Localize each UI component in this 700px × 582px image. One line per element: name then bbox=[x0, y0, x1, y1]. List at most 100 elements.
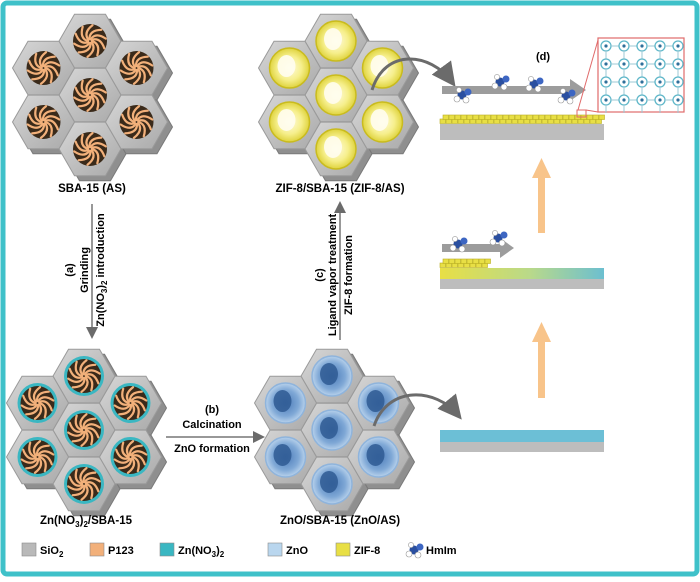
p123-template bbox=[26, 105, 61, 139]
pore-cell bbox=[346, 429, 411, 485]
film-mixed-layer bbox=[440, 268, 604, 279]
p123-template bbox=[119, 51, 154, 85]
zif-crystal bbox=[598, 114, 605, 120]
pore-cell bbox=[304, 121, 368, 177]
step-c-line2-wrap: ZIF-8 formation bbox=[343, 235, 355, 315]
mid-zif-crystals bbox=[439, 258, 491, 268]
hmim-molecule bbox=[557, 88, 576, 105]
zif-crystal bbox=[478, 114, 485, 120]
pore-cell bbox=[253, 429, 318, 485]
pore-cell bbox=[5, 375, 70, 431]
step-c-tag-wrap: (c) bbox=[314, 268, 326, 282]
zif-crystal bbox=[586, 114, 593, 120]
pore-cell bbox=[11, 40, 76, 96]
orange-arrow-lower bbox=[532, 322, 551, 398]
hmim-molecule bbox=[489, 230, 508, 247]
step-b-line1: Calcination bbox=[182, 419, 242, 431]
pore-cell bbox=[350, 40, 415, 96]
pore-cell bbox=[300, 348, 364, 404]
legend-swatch bbox=[159, 542, 175, 557]
zoom-source-box bbox=[576, 109, 587, 118]
hmim-molecule bbox=[449, 236, 468, 253]
curved-arrow-bottom bbox=[372, 393, 462, 427]
zif-crystal bbox=[448, 258, 455, 264]
film-substrate-middle bbox=[440, 279, 604, 289]
p123-template bbox=[113, 386, 148, 420]
zif-crystal bbox=[562, 114, 569, 120]
film-substrate-top bbox=[440, 124, 604, 140]
curved-arrow-top bbox=[370, 57, 456, 91]
zif-crystal bbox=[538, 114, 545, 120]
label-zif-sba: ZIF-8/SBA-15 (ZIF-8/AS) bbox=[275, 183, 404, 195]
legend-label: P123 bbox=[108, 545, 134, 557]
p123-template bbox=[73, 24, 107, 58]
p123-template bbox=[73, 78, 107, 112]
legend-swatch bbox=[21, 542, 37, 557]
legend-label: ZIF-8 bbox=[354, 545, 380, 557]
step-a-tag: (a) bbox=[64, 263, 76, 277]
zif8-framework-pattern bbox=[600, 40, 684, 113]
step-b-line2: ZnO formation bbox=[174, 443, 250, 455]
p123-template bbox=[67, 413, 101, 447]
pore-cell bbox=[58, 67, 122, 123]
legend-item-hmim: HmIm bbox=[405, 542, 457, 559]
step-a-line2-wrap: Zn(NO3)2 introduction bbox=[95, 213, 109, 327]
pore-cell bbox=[52, 348, 116, 404]
p123-template bbox=[67, 467, 101, 501]
zif-crystal bbox=[556, 114, 563, 120]
step-b-tag: (b) bbox=[205, 404, 219, 416]
step-c-line1: Ligand vapor treatment bbox=[327, 214, 339, 337]
zif-crystal bbox=[592, 114, 599, 120]
zif-crystal bbox=[496, 114, 503, 120]
zif-crystal bbox=[442, 114, 449, 120]
zif-crystal bbox=[454, 258, 461, 264]
pore-cell bbox=[104, 94, 169, 150]
zif-crystal bbox=[532, 114, 539, 120]
zif-crystal bbox=[466, 114, 473, 120]
pore-cell bbox=[104, 40, 169, 96]
film-zno-layer bbox=[440, 430, 604, 442]
pore-cell bbox=[5, 429, 70, 485]
zif-crystal bbox=[460, 258, 467, 264]
zif-crystal bbox=[460, 114, 467, 120]
zif-crystal bbox=[472, 258, 479, 264]
p123-template bbox=[119, 105, 154, 139]
legend-swatch bbox=[267, 542, 283, 557]
label-zno-sba: ZnO/SBA-15 (ZnO/AS) bbox=[280, 515, 400, 527]
legend-label: HmIm bbox=[426, 545, 457, 557]
zif-crystal bbox=[514, 114, 521, 120]
step-a-line2: Zn(NO3)2 introduction bbox=[95, 213, 109, 327]
zif-crystal bbox=[484, 258, 491, 264]
zif-crystal bbox=[568, 114, 575, 120]
zif-crystal bbox=[472, 114, 479, 120]
zoom-line-left bbox=[577, 39, 599, 111]
top-zif-crystals bbox=[439, 114, 605, 124]
zn-nitrate-sba-cluster bbox=[5, 348, 168, 517]
zif-crystal bbox=[454, 114, 461, 120]
legend-label: Zn(NO3)2 bbox=[178, 545, 225, 559]
legend-item-sio2: SiO2 bbox=[21, 542, 64, 559]
pore-cell bbox=[98, 375, 163, 431]
zif-crystal bbox=[442, 258, 449, 264]
zif-crystal bbox=[526, 114, 533, 120]
zif-crystal bbox=[544, 114, 551, 120]
pore-cell bbox=[350, 94, 415, 150]
step-a-text: (a) bbox=[64, 263, 76, 277]
mid-hmim-molecules bbox=[449, 230, 508, 253]
p123-template bbox=[20, 440, 55, 474]
zif-crystal bbox=[478, 258, 485, 264]
p123-template bbox=[113, 440, 148, 474]
legend-label: SiO2 bbox=[40, 545, 64, 559]
zoom-line-right bbox=[585, 109, 599, 113]
legend-item-znno3: Zn(NO3)2 bbox=[159, 542, 225, 559]
zif-crystal bbox=[520, 114, 527, 120]
sba-15-as-cluster bbox=[11, 13, 174, 182]
zno-sba-cluster bbox=[253, 348, 416, 517]
legend-item-p123: P123 bbox=[89, 542, 134, 557]
legend-item-zif8: ZIF-8 bbox=[335, 542, 380, 557]
zif-crystal bbox=[502, 114, 509, 120]
step-c-line1-wrap: Ligand vapor treatment bbox=[327, 214, 339, 337]
